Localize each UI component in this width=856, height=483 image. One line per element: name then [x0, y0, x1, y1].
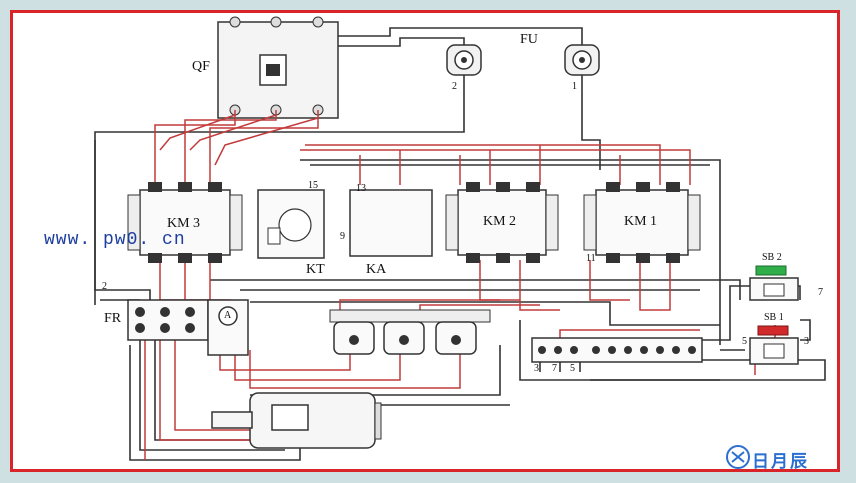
ka-terminal-13: 13: [356, 183, 366, 194]
km2-label: KM 2: [483, 214, 517, 229]
ka-terminal-9: 9: [340, 231, 345, 242]
sb1-terminal-5: 5: [742, 336, 747, 347]
contactor-km2: [445, 182, 559, 263]
sb1-label: SB 1: [764, 312, 784, 323]
terminal-label-3: 3: [534, 363, 539, 374]
time-relay-kt: [257, 189, 325, 259]
pushbutton-sb2: [749, 265, 799, 301]
qf-label: QF: [192, 59, 210, 74]
km3-label: KM 3: [167, 216, 201, 231]
km1-label: KM 1: [624, 214, 658, 229]
thermal-relay-fr: [127, 299, 209, 341]
sb2-label: SB 2: [762, 252, 782, 263]
motor: [211, 392, 382, 449]
terminal-strip: [531, 337, 703, 363]
logo-icon: [726, 445, 750, 469]
ammeter-label: A: [224, 310, 232, 321]
fuse-fu2: [446, 44, 482, 76]
terminal-label-5: 5: [570, 363, 575, 374]
watermark-text: www. pw0. cn: [44, 230, 186, 250]
km1-terminal-11: 11: [586, 253, 596, 264]
logo-text: 日月辰: [752, 452, 809, 472]
terminal-label-7: 7: [552, 363, 557, 374]
sb2-terminal-7: 7: [818, 287, 823, 298]
ka-label: KA: [366, 262, 387, 277]
fu2-number: 2: [452, 81, 457, 92]
fuse-fu1: [564, 44, 600, 76]
ammeter: [207, 299, 249, 356]
contactor-km1: [583, 182, 701, 263]
fu-label: FU: [520, 32, 538, 47]
kt-label: KT: [306, 262, 325, 277]
pushbutton-sb1: [749, 325, 799, 365]
fu1-number: 1: [572, 81, 577, 92]
contactor-km3: [127, 182, 243, 263]
fr-label: FR: [104, 311, 122, 326]
kt-terminal-15: 15: [308, 180, 318, 191]
terminal-label-2: 2: [102, 281, 107, 292]
circuit-breaker-qf: [217, 16, 339, 119]
sb1-terminal-3: 3: [804, 336, 809, 347]
relay-ka: [349, 189, 433, 257]
current-transformers: [329, 309, 491, 355]
